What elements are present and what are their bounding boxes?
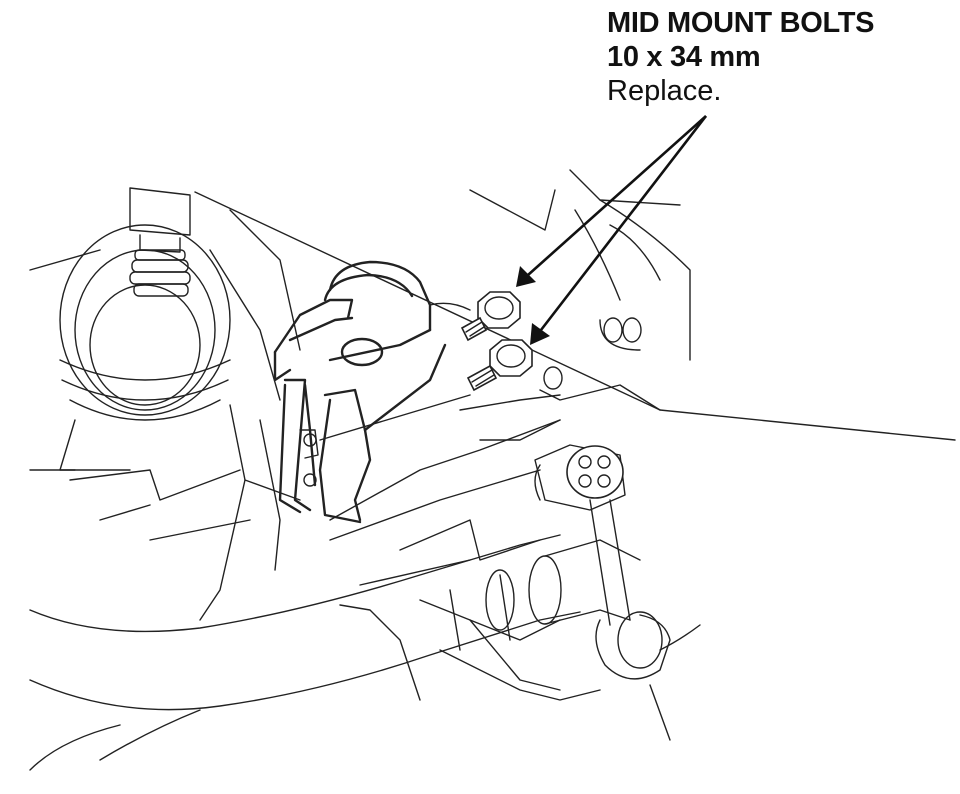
bolt-callout: MID MOUNT BOLTS 10 x 34 mm Replace. [607,6,875,108]
mount-bracket [273,260,471,524]
body-holes [539,317,661,411]
subframe-lines [69,209,601,701]
callout-leaders [516,115,708,345]
callout-bolt-size: 10 x 34 mm [607,41,761,73]
stabilizer-link [534,444,701,741]
strut-assembly [29,187,231,471]
mid-mount-bolt-upper [460,291,521,342]
callout-title: MID MOUNT BOLTS [607,7,875,39]
callout-instruction: Replace. [607,75,722,107]
stabilizer-bar [29,534,641,771]
mid-mount-bolt-lower [466,339,533,392]
